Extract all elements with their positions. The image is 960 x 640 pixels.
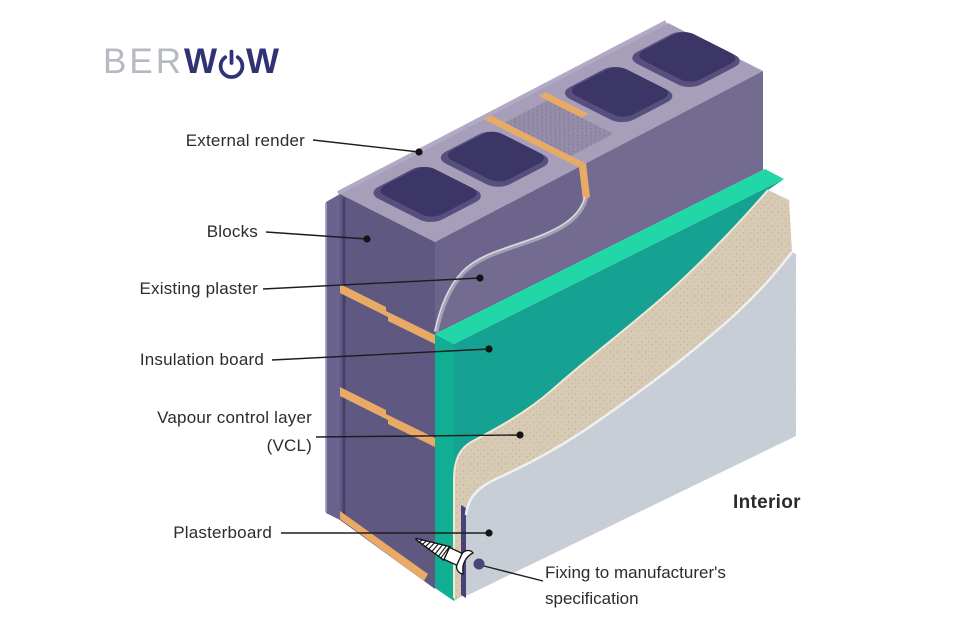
existing-plaster-edge-highlight: [434, 196, 586, 332]
mortar-joint-end-2: [340, 387, 435, 447]
label-fixing: Fixing to manufacturer's specification: [545, 560, 726, 612]
dot-external-render: [415, 148, 423, 156]
dot-vcl: [516, 431, 524, 439]
dot-plasterboard: [485, 529, 493, 537]
blocks-top-details: [373, 31, 740, 222]
blocks-group: [325, 20, 765, 589]
berwow-logo: BER W W: [103, 42, 279, 82]
insulation-board-group: [435, 169, 784, 601]
label-plasterboard: Plasterboard: [173, 523, 272, 542]
plasterboard-torn-edge-highlight: [464, 251, 793, 516]
insulation-end-strip: [435, 334, 454, 601]
insulation-top-bevel: [435, 169, 784, 344]
leader-dots: [363, 148, 524, 537]
dot-insulation: [485, 345, 493, 353]
leader-fixing: [483, 565, 544, 582]
label-external-render: External render: [185, 131, 305, 150]
block-core-hole-3: [564, 66, 673, 123]
vcl-torn-edge-highlight: [453, 189, 769, 598]
blocks-end-face: [340, 194, 435, 589]
power-icon: [218, 49, 245, 79]
dot-existing-plaster: [476, 274, 484, 282]
label-existing-plaster: Existing plaster: [139, 279, 258, 298]
vcl-texture: [454, 190, 792, 601]
external-render-top-edge: [337, 20, 667, 195]
plasterboard-face-texture: [466, 252, 796, 596]
plasterboard-group: [461, 251, 796, 598]
leader-lines: [262, 139, 544, 582]
label-interior: Interior: [733, 492, 801, 513]
block-core-hole-1: [373, 166, 481, 222]
existing-plaster-edge: [433, 197, 589, 333]
blocks-interior-face: [435, 71, 763, 334]
logo-text-w-right: W: [246, 42, 280, 81]
leader-existing-plaster: [262, 277, 481, 290]
label-fixing-line2: specification: [545, 589, 639, 608]
block-core-hole-2: [440, 131, 549, 187]
leader-insulation: [271, 348, 490, 361]
label-blocks: Blocks: [206, 222, 258, 241]
vcl-group: [453, 189, 792, 601]
block-core-hole-4: [632, 31, 740, 87]
mortar-joint-end-1: [340, 284, 435, 344]
label-vcl: Vapour control layer (VCL): [157, 404, 312, 460]
insulation-face-texture: [454, 179, 784, 601]
mortar-joint-top-1: [483, 115, 586, 167]
leader-external-render: [312, 139, 420, 153]
mortar-joint-top-2: [538, 92, 589, 118]
logo-text-ber: BER: [103, 42, 184, 81]
leader-vcl: [315, 434, 521, 438]
fixing-screw-icon: [414, 537, 474, 575]
existing-plaster-area: [436, 71, 765, 332]
label-vcl-line1: Vapour control layer: [157, 408, 312, 427]
mortar-bed-patch-texture: [504, 100, 614, 157]
mortar-joint-face: [579, 163, 590, 201]
fixing-anchor-dot: [473, 558, 485, 570]
label-fixing-line1: Fixing to manufacturer's: [545, 563, 726, 582]
leader-blocks: [265, 231, 368, 240]
label-vcl-line2: (VCL): [266, 436, 312, 455]
mortar-joint-end-3: [340, 511, 428, 581]
label-insulation-board: Insulation board: [139, 350, 264, 369]
dot-blocks: [363, 235, 371, 243]
logo-text-w-left: W: [183, 42, 218, 81]
